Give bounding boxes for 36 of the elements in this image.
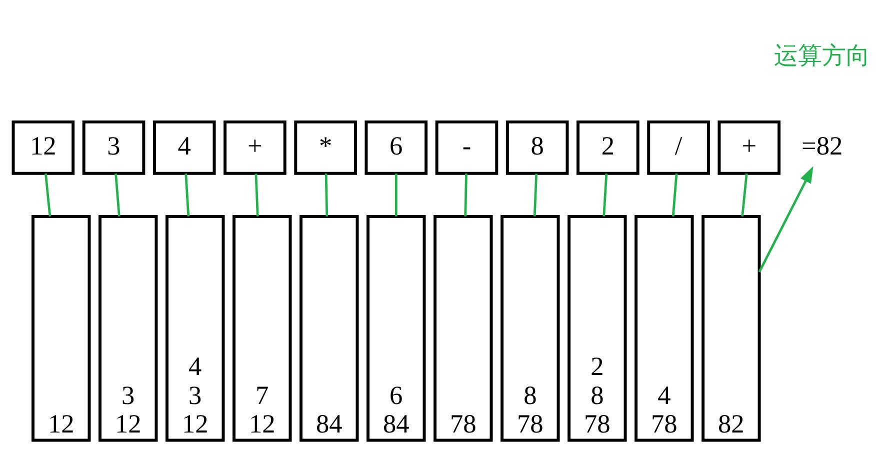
node-box: 3 12	[98, 214, 158, 442]
connector	[184, 174, 190, 216]
connector	[394, 174, 398, 216]
node-box: *	[294, 120, 357, 175]
node-box: 82	[702, 214, 761, 442]
node-box: 8	[506, 120, 569, 175]
node-box: 3	[82, 120, 146, 175]
connector	[44, 174, 52, 216]
connector	[254, 174, 259, 216]
connector	[324, 174, 328, 216]
arrow	[758, 166, 814, 273]
node-box: /	[647, 120, 710, 175]
node-box: 6 84	[366, 214, 426, 442]
node-box: 2	[576, 120, 640, 175]
node-box: 8 78	[500, 214, 560, 442]
node-box: 4 3 12	[166, 214, 225, 442]
connector	[602, 174, 608, 216]
node-box: 84	[300, 214, 359, 442]
connector	[114, 174, 120, 216]
label: 运算方向	[774, 41, 870, 70]
node-box: 12	[32, 214, 91, 442]
connector	[741, 174, 748, 216]
node-box: 6	[364, 120, 428, 175]
node-box: 78	[434, 214, 493, 442]
node-box: 4 78	[634, 214, 694, 442]
node-box: -	[435, 120, 498, 175]
node-box: +	[718, 120, 781, 175]
node-box: 4	[152, 120, 216, 175]
connector	[672, 174, 678, 216]
connector	[533, 174, 538, 216]
node-box: 7 12	[232, 214, 292, 442]
node-box: 12	[12, 120, 75, 175]
node-text: =82	[802, 131, 843, 160]
connector	[464, 174, 468, 216]
node-box: 2 8 78	[568, 214, 627, 442]
node-box: +	[224, 120, 286, 175]
